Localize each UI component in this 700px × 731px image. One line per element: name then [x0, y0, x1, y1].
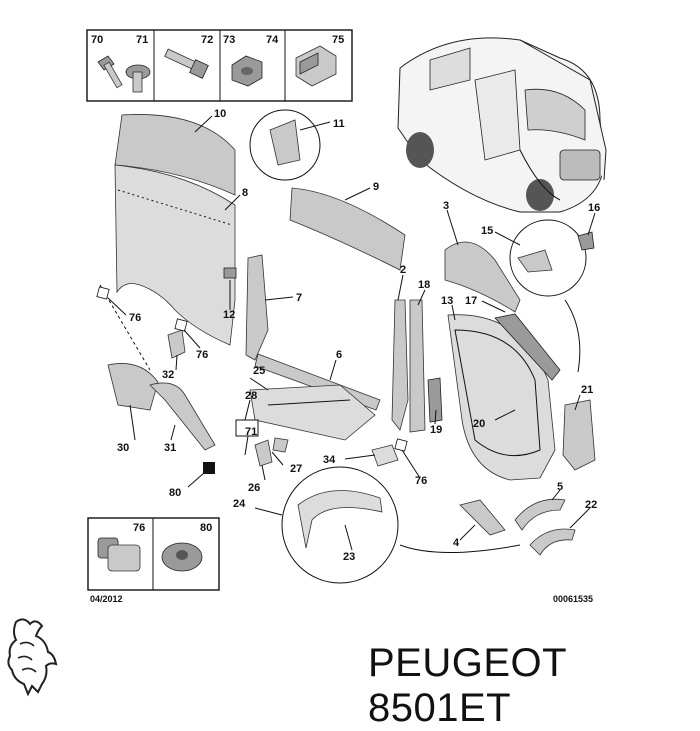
door-frame-13 [447, 314, 556, 481]
clip-26-27 [254, 437, 289, 467]
label-75: 75 [332, 34, 344, 46]
label-24: 24 [233, 498, 246, 510]
fastener-box: 70 71 72 73 74 75 [86, 29, 353, 102]
part-labels: 10 11 8 9 3 16 15 2 18 13 17 7 12 76 76 … [117, 108, 600, 563]
label-30: 30 [117, 442, 129, 454]
label-9: 9 [373, 181, 379, 193]
label-8: 8 [242, 187, 248, 199]
detail-23-24 [281, 466, 399, 584]
label-18: 18 [418, 279, 430, 291]
label-26: 26 [248, 482, 260, 494]
detail-15-16 [509, 219, 595, 297]
parts-diagram: 70 71 72 73 74 75 [86, 29, 607, 604]
marker-76a [96, 286, 110, 300]
label-28: 28 [245, 390, 257, 402]
label-34: 34 [323, 454, 336, 466]
label-3: 3 [443, 200, 449, 212]
screw-70-icon [97, 55, 123, 89]
label-6: 6 [336, 349, 342, 361]
pillar-2 [391, 299, 409, 431]
arch-31 [149, 382, 216, 451]
panel-9 [289, 187, 406, 271]
marker-76c [394, 438, 408, 452]
label-32: 32 [162, 369, 174, 381]
label-11: 11 [333, 118, 345, 130]
connector-curve-right [564, 299, 581, 373]
label-80b: 80 [200, 522, 212, 534]
date-code: 04/2012 [90, 594, 123, 604]
label-19: 19 [430, 424, 442, 436]
plug-box: 76 80 [87, 517, 220, 591]
label-76d: 76 [133, 522, 145, 534]
arch-5 [514, 498, 566, 531]
bracket-11 [249, 109, 321, 181]
van-illustration [397, 37, 607, 213]
label-80: 80 [169, 487, 181, 499]
label-71: 71 [136, 34, 148, 46]
label-21: 21 [581, 384, 593, 396]
label-22: 22 [585, 499, 597, 511]
leader-lines [107, 115, 596, 551]
peugeot-lion-logo-icon [7, 618, 58, 697]
label-27: 27 [290, 463, 302, 475]
label-76c: 76 [415, 475, 427, 487]
label-17: 17 [465, 295, 477, 307]
label-2: 2 [400, 264, 406, 276]
bracket-32 [167, 329, 186, 359]
nut-73-icon [231, 55, 263, 87]
label-12: 12 [223, 309, 235, 321]
arch-22 [529, 528, 576, 556]
label-76a: 76 [129, 312, 141, 324]
panel-10-roof-trim [114, 114, 236, 196]
pillar-18 [409, 299, 426, 433]
label-13: 13 [441, 295, 453, 307]
label-72: 72 [201, 34, 213, 46]
label-73: 73 [223, 34, 235, 46]
connector-curve-bottom [399, 544, 521, 553]
block-80 [203, 462, 215, 474]
clip-12 [223, 267, 237, 279]
grommet-80-icon [161, 542, 203, 572]
label-7: 7 [296, 292, 302, 304]
label-31: 31 [164, 442, 176, 454]
marker-76b [174, 318, 188, 332]
step-25 [249, 384, 376, 441]
panel-8-side [114, 164, 236, 346]
bolt-72-icon [164, 48, 209, 79]
label-74: 74 [266, 34, 279, 46]
trim-19 [427, 377, 443, 423]
label-20: 20 [473, 418, 485, 430]
trim-21 [562, 399, 596, 471]
plug-76-icon [97, 537, 141, 572]
label-71b: 71 [245, 426, 257, 438]
label-16: 16 [588, 202, 600, 214]
bracket-4 [459, 499, 506, 536]
dashed-guide [99, 284, 151, 371]
panel-3 [444, 241, 521, 313]
label-4: 4 [453, 537, 460, 549]
label-5: 5 [557, 481, 563, 493]
label-70: 70 [91, 34, 103, 46]
label-10: 10 [214, 108, 226, 120]
label-23: 23 [343, 551, 355, 563]
clip-75-icon [295, 45, 337, 87]
liner-30 [107, 363, 159, 411]
strip-17 [494, 313, 561, 381]
plate-28 [235, 419, 259, 437]
label-76b: 76 [196, 349, 208, 361]
label-25: 25 [253, 365, 265, 377]
label-15: 15 [481, 225, 493, 237]
screw-71-icon [125, 64, 151, 93]
bracket-7 [245, 254, 269, 361]
pad-34 [371, 444, 399, 467]
reference-code: 00061535 [553, 594, 593, 604]
brand-part-number: PEUGEOT 8501ET [368, 641, 567, 730]
